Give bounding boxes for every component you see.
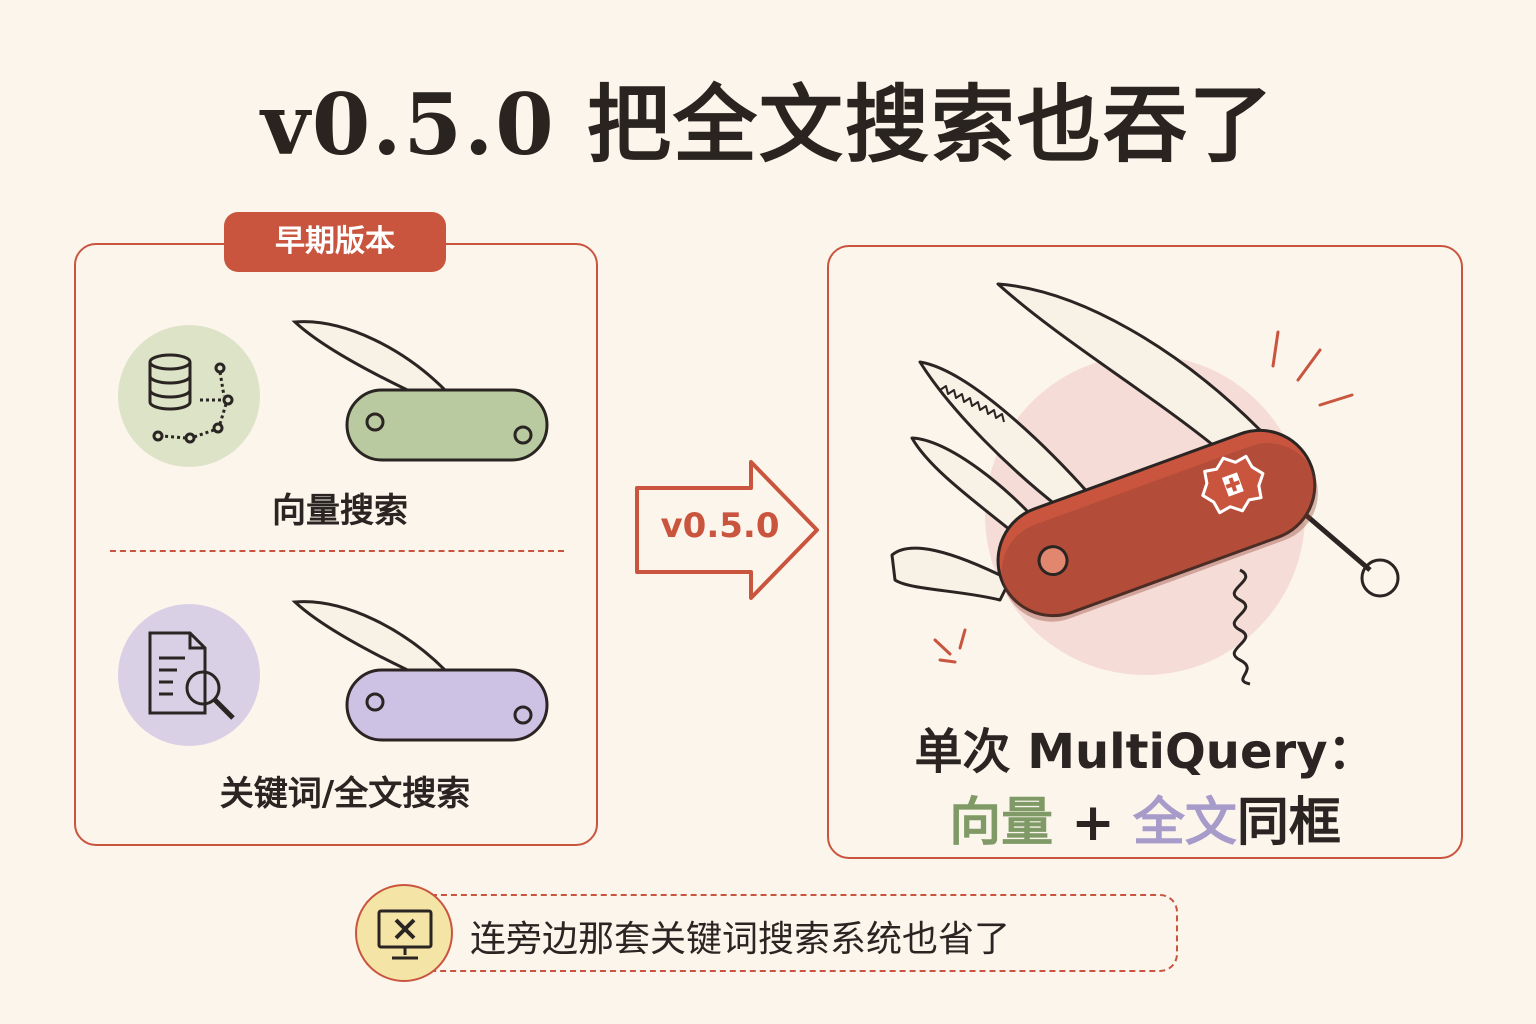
database-vector-icon: [148, 353, 234, 444]
fulltext-search-label: 关键词/全文搜索: [219, 774, 471, 814]
fulltext-highlight: 全文: [1132, 793, 1237, 853]
page-title: v0.5.0 把全文搜索也吞了: [261, 75, 1275, 174]
panel-divider: [110, 550, 564, 552]
footer-note-text: 连旁边那套关键词搜索系统也省了: [470, 919, 1011, 960]
document-search-icon: [148, 631, 235, 720]
result-subline: 向量 + 全文同框: [840, 780, 1450, 855]
vector-highlight: 向量: [949, 793, 1054, 853]
footer-icon-bg: [355, 884, 453, 982]
new-version-panel: [827, 245, 1463, 859]
upgrade-arrow-icon: [635, 460, 819, 600]
version-arrow-label: v0.5.0: [660, 506, 780, 546]
fulltext-search-icon-bg: [118, 604, 260, 746]
vector-search-label: 向量搜索: [272, 491, 408, 531]
together-text: 同框: [1236, 793, 1341, 853]
purple-knife-icon: [291, 600, 549, 742]
swiss-army-knife-icon: [890, 282, 1400, 686]
result-headline: 单次 MultiQuery：: [914, 724, 1376, 780]
plus-sign: +: [1053, 793, 1133, 853]
green-knife-icon: [291, 320, 549, 462]
early-version-badge: 早期版本: [224, 212, 446, 272]
monitor-x-icon: [377, 909, 433, 960]
